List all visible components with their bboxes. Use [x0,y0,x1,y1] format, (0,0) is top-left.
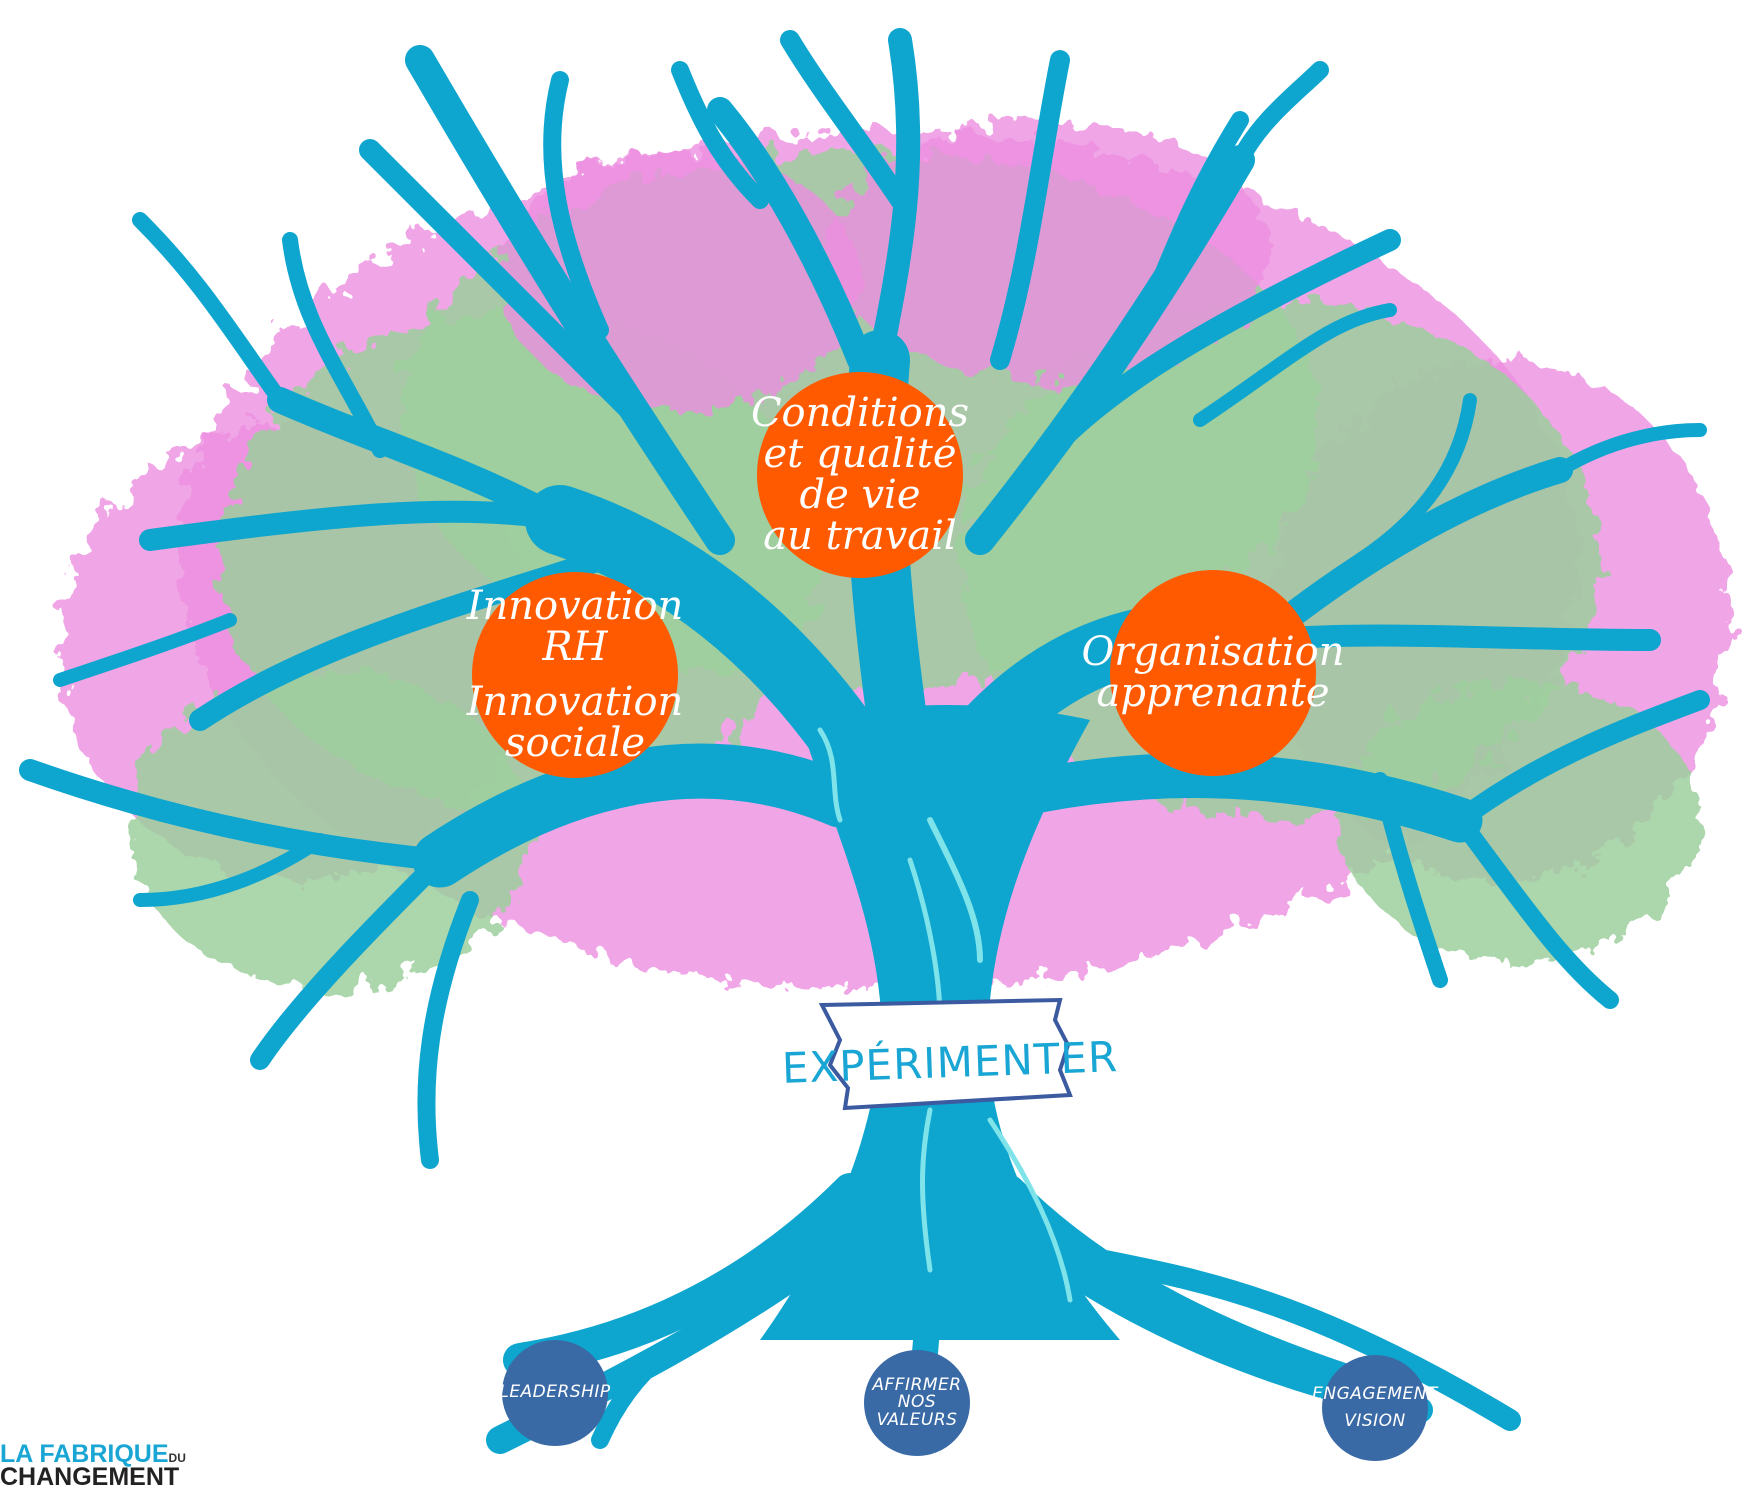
label-line: LEADERSHIP [499,1382,611,1403]
branch [53,613,237,687]
branch [1553,423,1707,477]
branch [417,891,479,1169]
label-innovation: Innovation RH Innovation sociale [467,575,684,775]
label-line: Organisation [1081,629,1345,676]
branch [990,50,1070,370]
label-line: sociale [504,719,646,766]
circle-conditions [757,372,963,578]
branch [412,743,868,888]
vein [920,1107,933,1273]
trunk-veins [817,727,1073,1303]
label-line: au travail [763,512,957,559]
branch [1049,229,1401,451]
branch [405,45,735,555]
circle-organisation [1110,570,1316,776]
branch [965,145,1255,555]
circle-innovation [472,572,678,778]
label-line: Conditions [750,390,970,437]
branch [1193,303,1397,427]
logo-line2: CHANGEMENT [0,1462,180,1491]
branch [543,71,609,339]
foliage-green [1340,680,1700,960]
vein [817,727,843,823]
branch [133,833,327,907]
branch [671,61,769,209]
foliage-green [130,670,530,990]
label-valeurs: AFFIRMER NOS VALEURS [867,1353,967,1453]
circle-valeurs [864,1350,970,1456]
branch [250,850,450,1070]
trunk-banner [818,997,1073,1111]
branch [1353,393,1477,567]
branch [1017,753,1483,843]
branch [359,139,651,431]
label-line: de vie [799,472,921,518]
branch [1247,457,1573,653]
label-line: AFFIRMER [872,1375,962,1395]
root [591,1291,769,1449]
branch [1450,690,1710,830]
branch [1131,111,1249,339]
label-line: RH [542,624,608,671]
trunk-label: EXPÉRIMENTER [781,1031,1119,1093]
label-line: apprenante [1096,670,1330,716]
branch [19,759,451,871]
label-line: Innovation [466,679,684,725]
label-line: NOS [897,1392,937,1413]
label-line: Innovation [466,583,684,630]
label-leadership: LEADERSHIP [499,1343,610,1443]
branch [267,387,573,533]
branch [707,97,873,373]
brand-logo: LA FABRIQUEDU CHANGEMENT [0,1440,186,1491]
branch [1231,61,1329,169]
label-engagement: ENGAGEMENT VISION [1312,1358,1437,1458]
circle-engagement [1322,1355,1428,1461]
label-conditions: Conditions et qualité de vie au travail [751,375,969,575]
circle-leadership [502,1340,608,1446]
label-line: ENGAGEMENT [1312,1383,1438,1404]
logo-line1: LA FABRIQUEDU [0,1440,186,1468]
logo-du: DU [168,1451,186,1465]
label-line: VISION [1344,1411,1406,1431]
branch [1451,811,1619,1009]
label-line: et qualité [763,431,957,478]
root [1089,1249,1521,1431]
branch [780,30,910,210]
branch [139,500,571,551]
label-organisation: Organisation apprenante [1082,573,1345,773]
vein [927,817,983,963]
branch [132,212,288,408]
logo-main: LA FABRIQUE [0,1440,169,1468]
branch [282,232,388,458]
branch [525,485,895,795]
branch [1372,772,1448,988]
label-line: VALEURS [876,1409,958,1430]
vein [987,1117,1073,1303]
